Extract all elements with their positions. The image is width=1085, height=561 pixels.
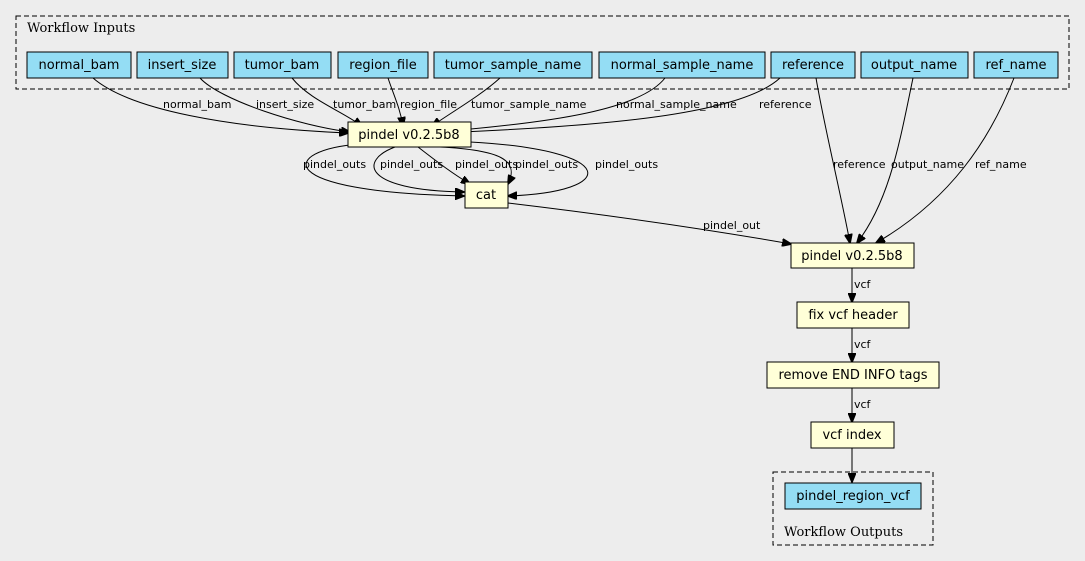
workflow-inputs-cluster	[15, 15, 1070, 90]
step-node-pindel-2[interactable]: pindel v0.2.5b8	[790, 242, 915, 269]
step-node-vcf-index[interactable]: vcf index	[810, 421, 895, 449]
edge-pindel-outs-5	[469, 141, 589, 196]
workflow-outputs-cluster	[772, 471, 934, 546]
edge-label: tumor_sample_name	[471, 98, 587, 111]
step-node-fix-vcf-header[interactable]: fix vcf header	[796, 301, 910, 329]
input-node-output-name[interactable]: output_name	[860, 51, 969, 79]
input-node-label: normal_bam	[39, 58, 120, 73]
edge-label: pindel_outs	[515, 158, 578, 171]
step-node-label: remove END INFO tags	[778, 368, 927, 383]
edge-label: vcf	[854, 278, 872, 291]
edge-pindel-outs-2	[373, 146, 464, 192]
edge-reference-pindel1	[460, 77, 781, 132]
step-node-label: pindel v0.2.5b8	[358, 128, 459, 143]
edge-label: region_file	[400, 98, 457, 111]
step-node-label: vcf index	[822, 428, 881, 443]
input-node-insert-size[interactable]: insert_size	[136, 51, 229, 79]
edge-pindel-outs-4	[439, 146, 511, 184]
edge-reference-pindel2	[815, 77, 850, 243]
step-node-label: fix vcf header	[808, 308, 898, 323]
edge-label: normal_sample_name	[616, 98, 737, 111]
edge-label: pindel_outs	[595, 158, 658, 171]
edge-label: vcf	[854, 338, 872, 351]
input-node-label: ref_name	[985, 58, 1046, 73]
edge-normal-sample-name	[460, 77, 666, 130]
output-node-pindel-region-vcf[interactable]: pindel_region_vcf	[784, 482, 922, 510]
output-node-label: pindel_region_vcf	[796, 489, 910, 504]
step-node-cat[interactable]: cat	[464, 181, 509, 209]
edge-insert-size	[199, 77, 350, 132]
edge-pindel-out	[507, 202, 791, 244]
edge-label: pindel_outs	[303, 158, 366, 171]
input-node-label: region_file	[349, 58, 416, 73]
edge-ref-name	[876, 77, 1015, 243]
edge-label: pindel_out	[703, 219, 761, 232]
input-node-label: reference	[782, 58, 844, 73]
input-node-tumor-sample-name[interactable]: tumor_sample_name	[433, 51, 593, 79]
input-node-label: normal_sample_name	[611, 58, 754, 73]
edge-tumor-bam	[291, 77, 362, 126]
workflow-outputs-label: Workflow Outputs	[784, 525, 903, 540]
input-node-reference[interactable]: reference	[770, 51, 856, 79]
input-node-ref-name[interactable]: ref_name	[973, 51, 1059, 79]
edge-pindel-outs-3	[417, 146, 470, 184]
input-node-normal-sample-name[interactable]: normal_sample_name	[598, 51, 766, 79]
input-node-region-file[interactable]: region_file	[337, 51, 429, 79]
input-node-label: tumor_bam	[245, 58, 320, 73]
edge-pindel-outs-1	[305, 143, 464, 196]
step-node-label: pindel v0.2.5b8	[801, 249, 902, 264]
edge-output-name	[857, 77, 914, 243]
edge-label: normal_bam	[163, 98, 231, 111]
edge-label: reference	[833, 158, 886, 171]
input-node-label: output_name	[871, 58, 957, 73]
input-node-normal-bam[interactable]: normal_bam	[26, 51, 132, 79]
edge-label: ref_name	[975, 158, 1027, 171]
edge-normal-bam	[92, 77, 348, 133]
workflow-inputs-label: Workflow Inputs	[27, 21, 135, 36]
input-node-label: insert_size	[148, 58, 217, 73]
step-node-label: cat	[476, 188, 496, 203]
edge-label: pindel_outs	[455, 158, 518, 171]
input-node-label: tumor_sample_name	[445, 58, 581, 73]
step-node-pindel-1[interactable]: pindel v0.2.5b8	[347, 121, 472, 148]
edge-label: reference	[759, 98, 812, 111]
edge-label: output_name	[891, 158, 964, 171]
edge-tumor-sample-name	[432, 77, 501, 126]
edge-label: vcf	[854, 398, 872, 411]
edge-label: tumor_bam	[333, 98, 396, 111]
edge-label: insert_size	[256, 98, 314, 111]
edge-label: pindel_outs	[380, 158, 443, 171]
input-node-tumor-bam[interactable]: tumor_bam	[233, 51, 332, 79]
step-node-remove-end-info-tags[interactable]: remove END INFO tags	[766, 361, 940, 389]
